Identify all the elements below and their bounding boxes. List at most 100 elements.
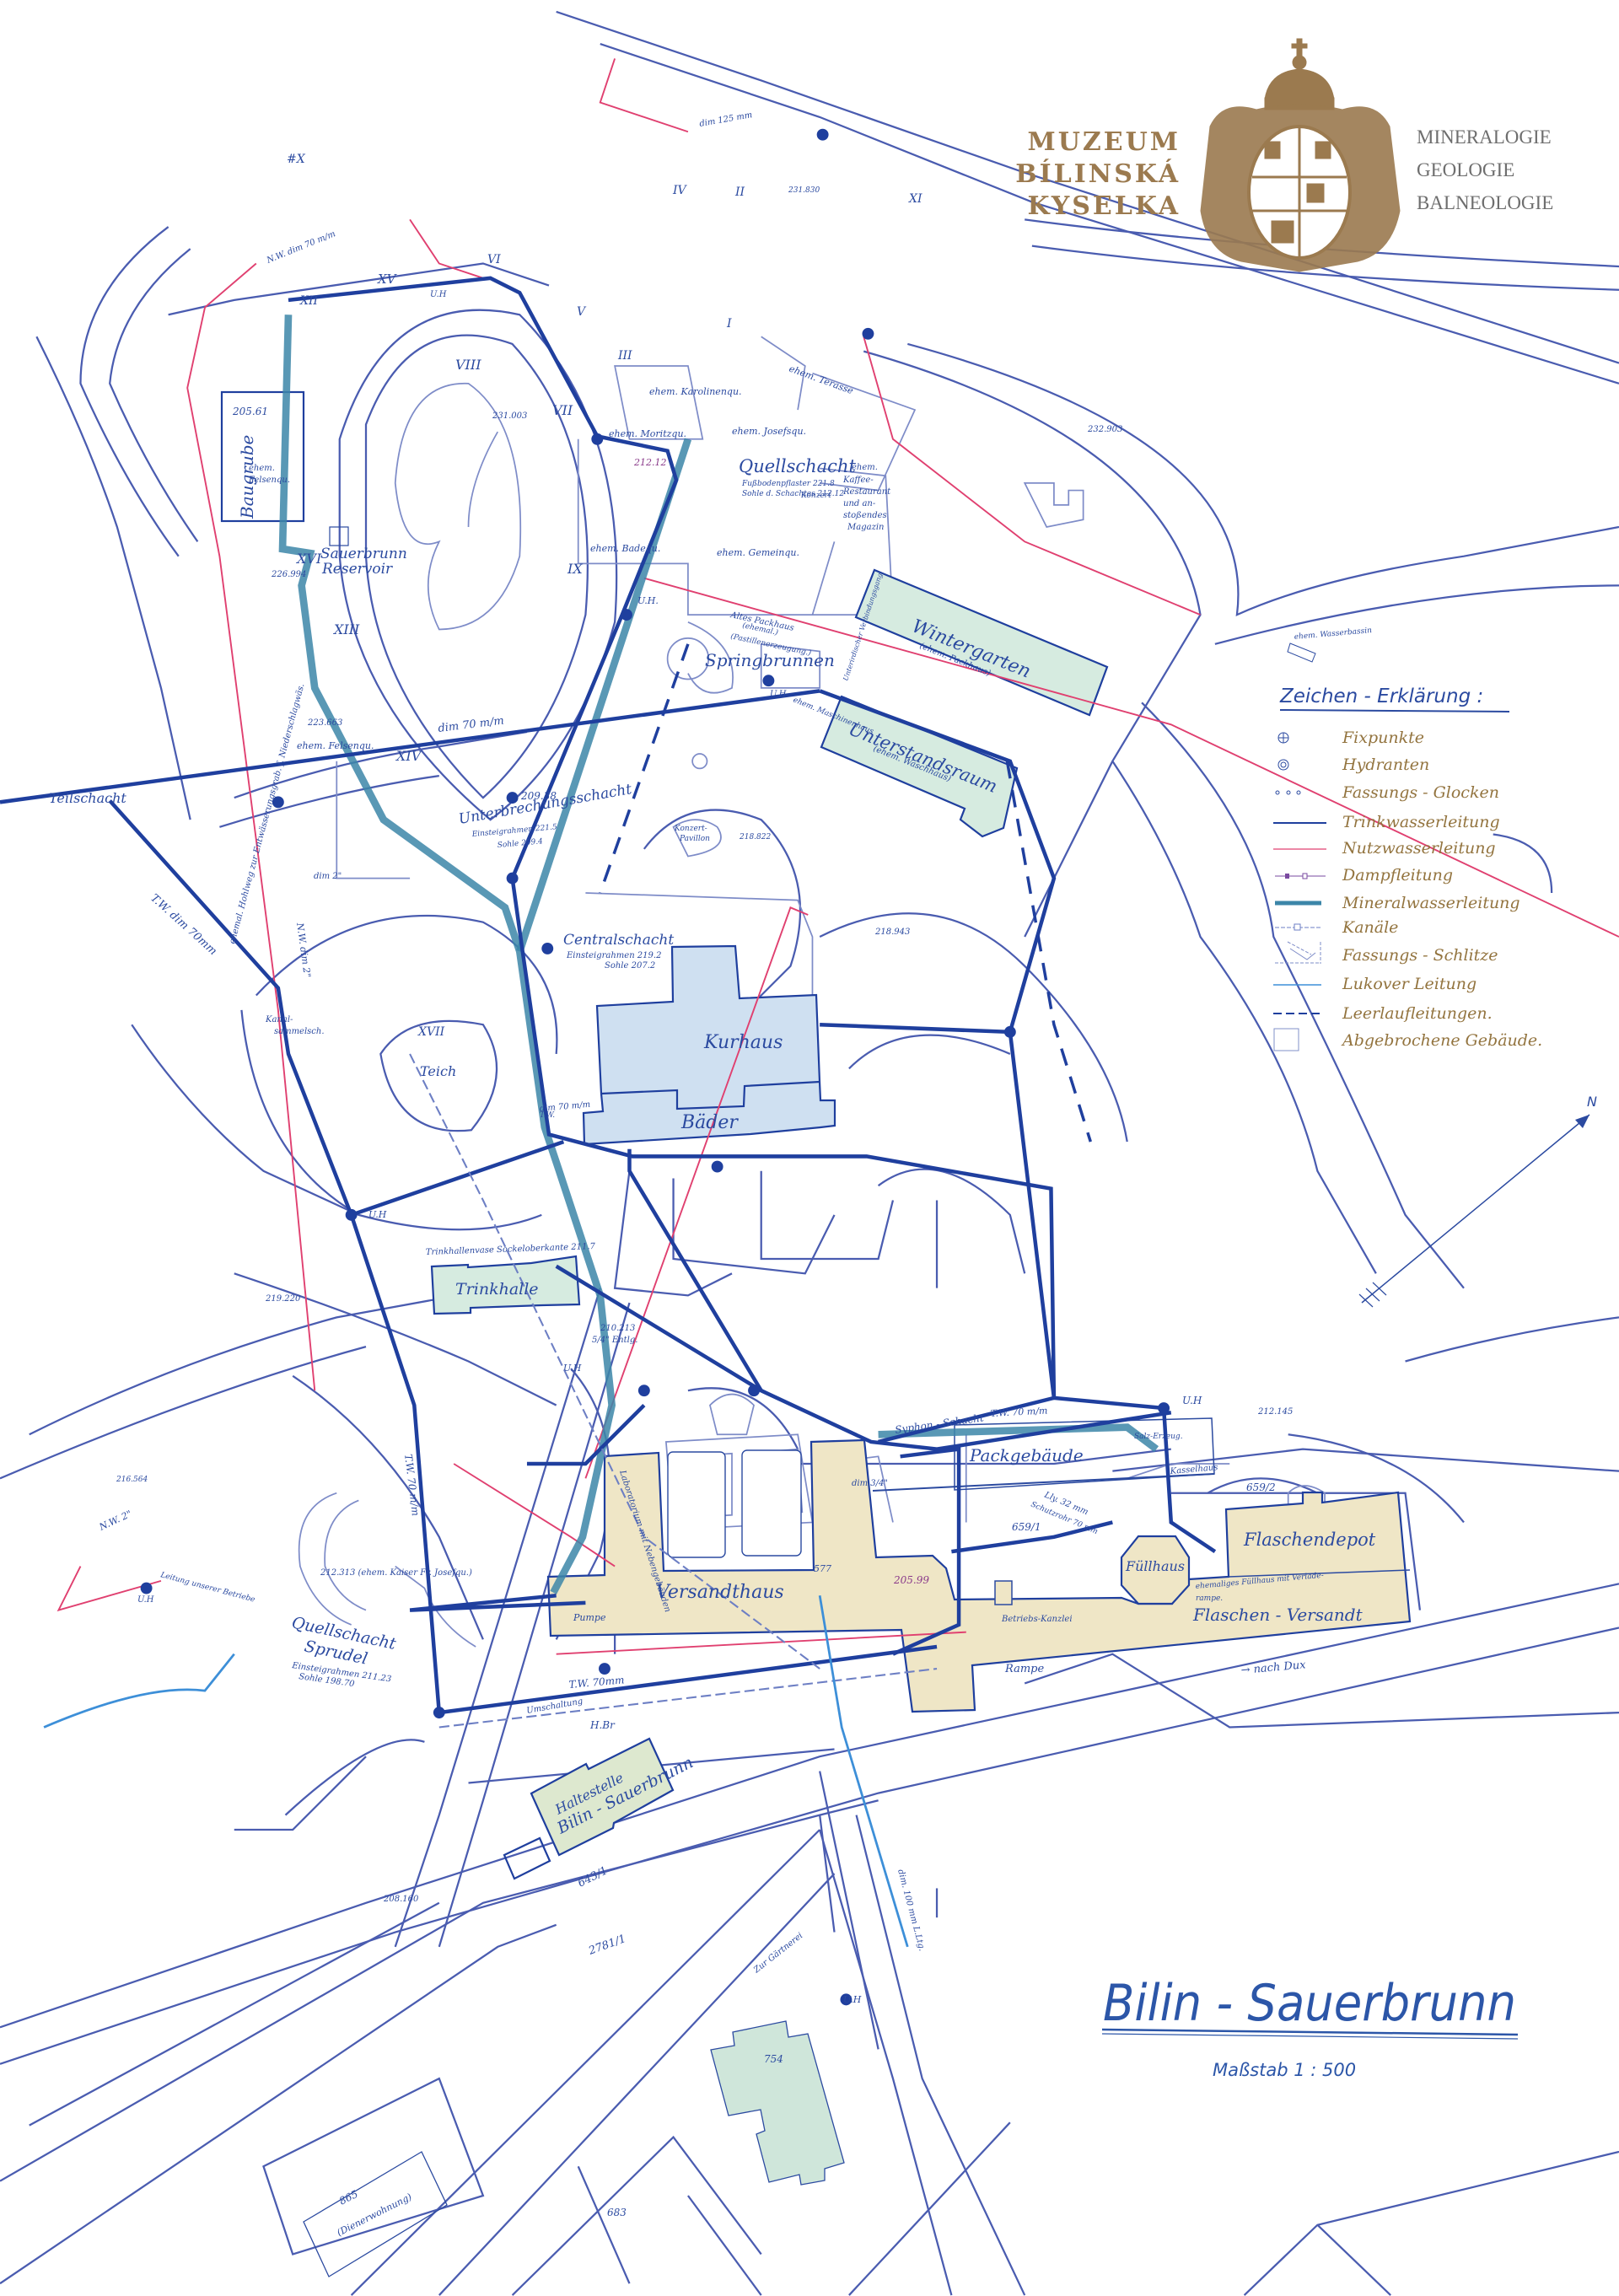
fixpoint-icon [1277,732,1289,744]
logo-field-2: GEOLOGIE [1417,159,1514,180]
baugrube-outline [220,390,305,523]
reservoir-outline [329,526,349,546]
label-baeder: Bäder [680,1112,739,1133]
map-label: Teilschacht [49,790,126,806]
map-label: → nach Dux [1240,1659,1307,1677]
map-label: Konzert- [674,825,707,833]
map-label: dim 2" [314,872,342,881]
label-flaschen-versandt: Flaschen - Versandt [1192,1605,1364,1625]
map-label: 210.213 [600,1324,635,1333]
map-label: ehem. Wasserbassin [1294,626,1372,642]
map-title: Bilin - Sauerbrunn [1103,1974,1516,2033]
fuellhaus-building [1120,1535,1191,1605]
map-label: III [617,349,632,363]
building-labels: Kurhaus Bäder Wintergarten (ehem. Packha… [237,435,1376,2065]
versand-court-right [741,1449,802,1557]
map-label: ehem. Karolinenqu. [649,386,742,397]
label-trinkhalle: Trinkhalle [455,1280,539,1299]
canal-line [1275,923,1320,931]
shed-outline [503,1836,551,1880]
map-label: und an- [843,499,876,508]
map-label: T.W. [540,1111,555,1120]
label-flaschendepot: Flaschendepot [1243,1530,1376,1550]
map-label: 212.145 [1257,1407,1293,1417]
map-label: Centralschacht [563,932,674,949]
map-label: U.H [843,1994,862,2005]
baeder-divider [600,1080,820,1110]
map-label: Sauerbrunn [320,546,407,562]
map-label: 218.822 [739,833,771,842]
map-label: 205.61 [232,406,268,417]
map-label: U.H [770,690,787,699]
legend-label-fassungs-glocken: Fassungs - Glocken [1342,783,1499,802]
map-label: ehem. [852,463,878,472]
map-label: Pumpe [573,1612,606,1623]
map-label: 683 [607,2207,627,2218]
map-label: XI [908,192,922,206]
demolished-building-icon [1273,1028,1299,1051]
label-parcel-754: 754 [764,2053,783,2065]
map-label: 212.313 (ehem. Kaiser Fr. Josefqu.) [320,1568,472,1578]
map-label: rampe. [1196,1594,1223,1603]
north-arrow: N [1358,1094,1597,1308]
legend-label-fixpunkte: Fixpunkte [1342,729,1424,747]
map-label: U.H [1182,1395,1202,1406]
packgebaeude-lower-line [872,1473,1215,1492]
spring-slot-icon [1275,941,1321,964]
map-label: T.W. 70 m/m [990,1405,1047,1419]
map-label: ehem. Terasse [788,363,855,397]
logo-line-1: MUZEUM [1027,127,1181,157]
map-label: 212.12 [633,457,667,468]
legend-title-underline [1279,709,1510,712]
map-label: Kanal- [265,1015,293,1024]
map-label: IX [567,561,583,577]
map-label: Felsenqu. [248,476,290,485]
label-kurhaus: Kurhaus [703,1032,783,1053]
map-label: Unterbrechungsschacht [457,781,632,828]
map-label: XVII [417,1025,445,1039]
map-label: ehem. Josefsqu. [732,426,806,437]
legend-label-lukover-leitung: Lukover Leitung [1342,975,1476,993]
map-label: Einsteigrahmen 221.5 [471,823,557,839]
map-label: dim 3/4" [852,1479,888,1488]
coat-of-arms-icon [1200,38,1401,272]
map-label: dim 70 m/m [539,1100,590,1114]
kanzlei-outline [994,1580,1013,1605]
haltestelle-building [530,1737,675,1857]
map-label: 659/1 [1012,1521,1041,1533]
map-label: Springbrunnen [705,650,835,670]
map-label: Einsteigrahmen 219.2 [566,951,661,960]
flaschen-divider [1228,1569,1411,1578]
map-label: Teich [420,1063,456,1079]
map-label: 218.943 [874,928,910,937]
map-label: II [734,186,745,199]
map-label: Fußbodenpflaster 221.8 [741,480,835,488]
legend-label-mineralwasserleitung: Mineralwasserleitung [1342,894,1520,912]
north-label: N [1587,1094,1597,1110]
legend-title: Zeichen - Erklärung : [1279,686,1483,707]
map-label: Sohle d. Schachtes 212.12 [742,490,844,498]
map-label: #X [287,153,306,166]
map-label: 231.830 [788,186,820,195]
map-label: 208.160 [383,1895,419,1904]
legend-label-kanaele: Kanäle [1342,918,1398,937]
building-754 [710,2020,845,2186]
map-label: 209.38 [520,790,557,802]
trinkhalle-building [430,1255,581,1315]
wasserbassin-outline [1287,643,1316,663]
map-label: V [577,305,587,319]
map-label: ehem. Badequ. [590,543,660,554]
map-label: Kasselhaus [1169,1463,1218,1476]
legend-label-dampfleitung: Dampfleitung [1342,866,1453,885]
logo-line-2: BÍLINSKÁ [1015,159,1181,189]
map-label: Reservoir [321,561,393,578]
map-label: XV [377,272,398,287]
map-label: Salz-Erzeug. [1134,1433,1183,1441]
map-label: VIII [455,357,481,373]
map-label: ehemal. Hohlweg zur Entwässerungsgrab. f… [228,683,306,945]
map-label: Magazin [847,523,884,532]
map-label: 223.663 [307,718,342,728]
map-label: ehem. Moritzqu. [609,428,686,439]
steam-line [1275,873,1326,879]
